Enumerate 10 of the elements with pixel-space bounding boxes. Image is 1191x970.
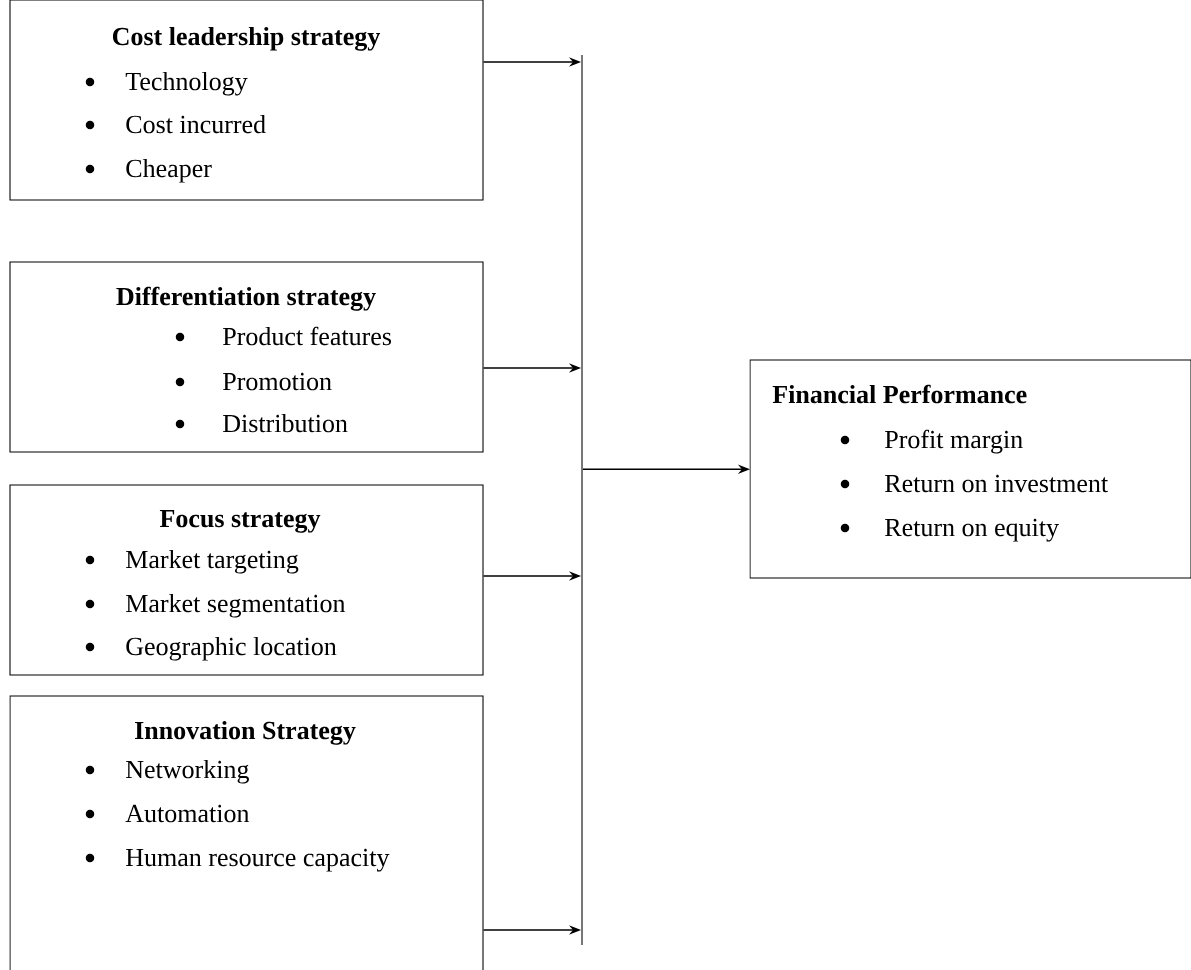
node-label: Innovation Strategy xyxy=(135,720,356,745)
strategy-box: Differentiation strategy Product features Promotion Distribution xyxy=(9,261,484,453)
node-label: Networking xyxy=(126,759,249,784)
node-label: Human resource capacity xyxy=(126,848,390,872)
strategy-box: Focus strategy Market targeting Market segmentation Geographic location xyxy=(9,484,484,676)
vertical-line xyxy=(581,54,583,946)
strategy-box: Cost leadership strategy Technology Cost incurred Cheaper xyxy=(9,0,484,201)
node-label: Automation xyxy=(125,804,250,823)
strategy-box: Financial Performance Profit margin Return on investment Return on equity xyxy=(749,359,1191,579)
strategy-box: Innovation Strategy Networking Automation Human resource capacity xyxy=(9,695,484,970)
